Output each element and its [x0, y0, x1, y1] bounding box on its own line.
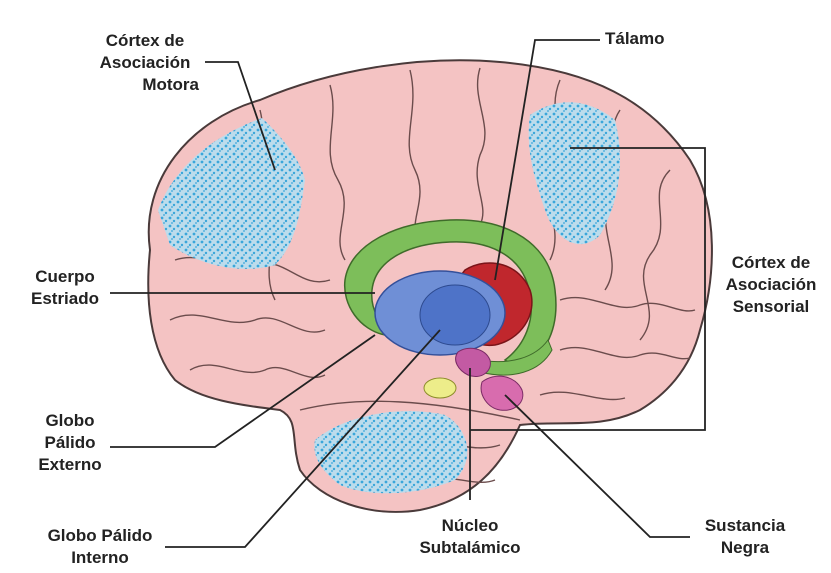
thalamus-label: Tálamo — [605, 28, 665, 50]
subthalamic-label: Núcleo Subtalámico — [410, 515, 530, 559]
sensory-cortex-label: Córtex de Asociación Sensorial — [715, 252, 827, 318]
striatum-label: Cuerpo Estriado — [20, 266, 110, 310]
motor-cortex-label: Córtex de Asociación Motora — [85, 30, 205, 96]
amygdala-shape — [424, 378, 456, 398]
gp-interno-label: Globo Pálido Interno — [35, 525, 165, 569]
globus-pallidus-inner-shape — [420, 285, 490, 345]
gp-externo-label: Globo Pálido Externo — [30, 410, 110, 476]
motor-association-area — [158, 118, 305, 269]
substantia-nigra-label: Sustancia Negra — [695, 515, 795, 559]
